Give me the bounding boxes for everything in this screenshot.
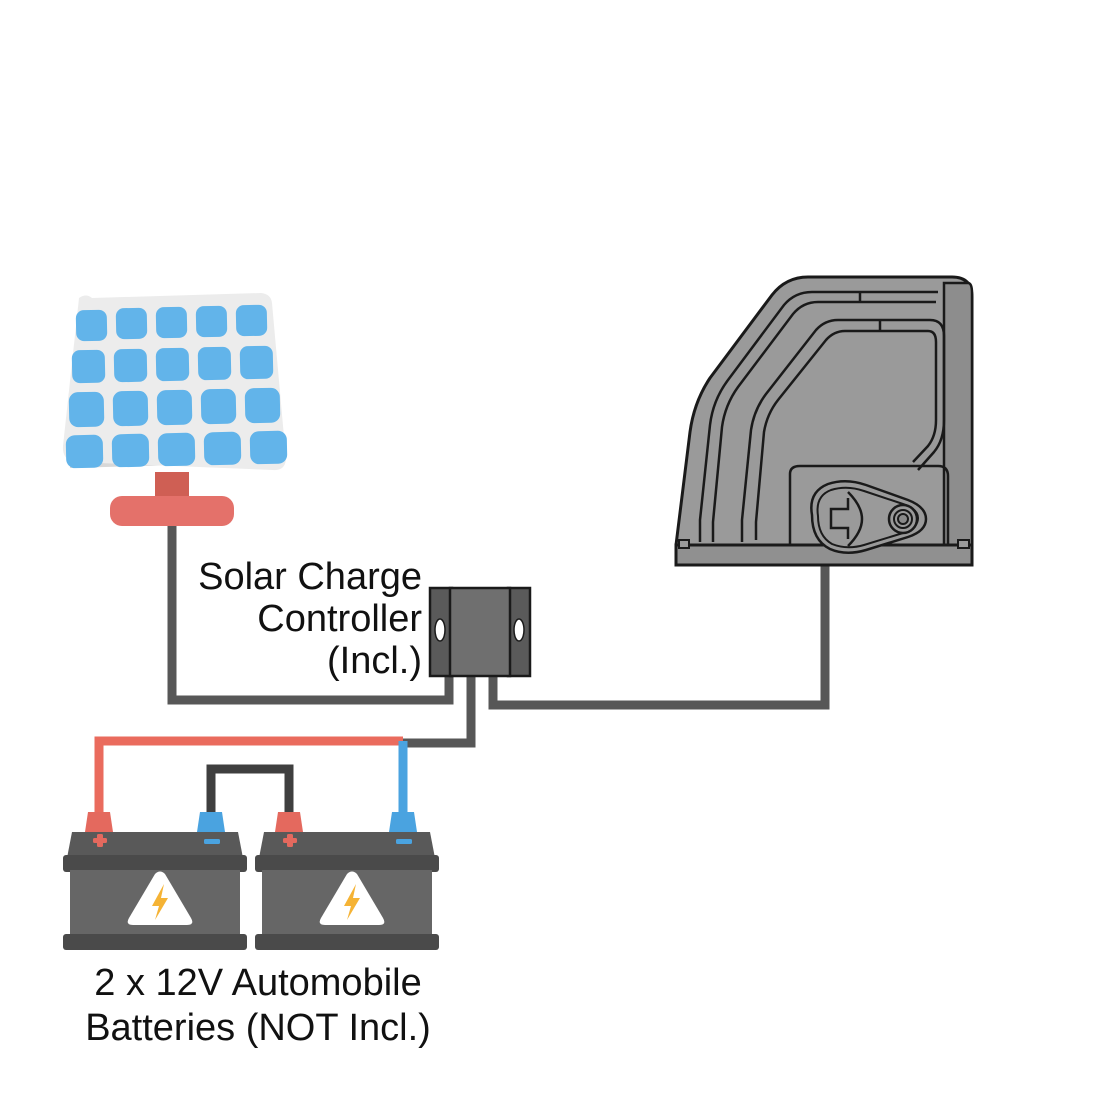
battery-label-line2: Batteries (NOT Incl.) bbox=[85, 1007, 431, 1049]
wire-battery-positive bbox=[94, 736, 403, 830]
wire-solar-to-controller bbox=[167, 508, 454, 705]
battery-1-band bbox=[63, 855, 247, 872]
solar-panel[interactable] bbox=[62, 293, 288, 526]
controller-label: Solar Charge Controller (Incl.) bbox=[198, 556, 422, 682]
battery-1-positive-symbol bbox=[93, 834, 107, 847]
gate-opener-top-rib bbox=[858, 292, 882, 331]
solar-panel-cells bbox=[65, 304, 288, 469]
battery-2-negative-symbol bbox=[396, 839, 412, 844]
gate-opener-right-channel-2 bbox=[912, 329, 938, 463]
charge-controller-mount-hole-left bbox=[434, 618, 446, 642]
gate-opener-bolt-mid bbox=[893, 509, 913, 529]
battery-2-band bbox=[255, 855, 439, 872]
gate-opener-cam-slot bbox=[829, 498, 850, 539]
battery-1-negative-symbol bbox=[204, 839, 220, 844]
battery-1-warning-bolt-icon bbox=[152, 884, 168, 920]
gate-opener-right-face bbox=[942, 281, 974, 550]
controller-label-line3: (Incl.) bbox=[327, 640, 422, 682]
wire-group bbox=[94, 508, 830, 832]
battery-label-line1: 2 x 12V Automobile bbox=[94, 962, 421, 1004]
gate-opener-right-channel bbox=[917, 318, 946, 471]
battery-2-warning-bolt-icon bbox=[344, 884, 360, 920]
solar-panel-stand-base bbox=[110, 496, 234, 526]
gate-opener-inner-rib bbox=[740, 318, 930, 542]
controller-label-line1: Solar Charge bbox=[198, 556, 422, 598]
gate-opener-cam-slot-arc bbox=[847, 491, 864, 547]
gate-opener[interactable] bbox=[674, 275, 974, 567]
gate-opener-foot-left bbox=[678, 539, 690, 549]
wire-controller-to-batteries bbox=[403, 676, 476, 748]
battery-1-top-cap bbox=[67, 832, 243, 858]
wire-opener-to-controller bbox=[488, 560, 830, 710]
gate-opener-bolt-inner bbox=[897, 513, 909, 525]
controller-label-line2: Controller bbox=[257, 598, 422, 640]
battery-1[interactable] bbox=[63, 812, 247, 950]
battery-1-negative-terminal bbox=[197, 812, 225, 832]
gate-opener-base-bar bbox=[674, 543, 974, 567]
battery-2-base bbox=[255, 934, 439, 950]
battery-2-top-cap bbox=[259, 832, 435, 858]
gate-opener-foot-right bbox=[957, 539, 970, 549]
gate-opener-outer-rib bbox=[698, 290, 938, 542]
battery-2[interactable] bbox=[255, 812, 439, 950]
wire-battery-series-link bbox=[206, 764, 294, 830]
battery-2-negative-terminal bbox=[389, 812, 417, 832]
battery-label: 2 x 12V Automobile Batteries (NOT Incl.) bbox=[85, 962, 431, 1049]
charge-controller-mount-hole-right bbox=[513, 618, 525, 642]
gate-opener-outer-rib-2 bbox=[711, 300, 936, 542]
charge-controller[interactable] bbox=[428, 586, 532, 678]
battery-2-positive-symbol bbox=[283, 834, 297, 847]
gate-opener-inner-rib-2 bbox=[754, 329, 928, 540]
battery-1-positive-terminal bbox=[85, 812, 113, 832]
charge-controller-body bbox=[448, 586, 512, 678]
battery-2-positive-terminal bbox=[275, 812, 303, 832]
solar-panel-frame bbox=[62, 293, 286, 471]
gate-opener-mount-plate bbox=[788, 464, 950, 547]
battery-1-base bbox=[63, 934, 247, 950]
